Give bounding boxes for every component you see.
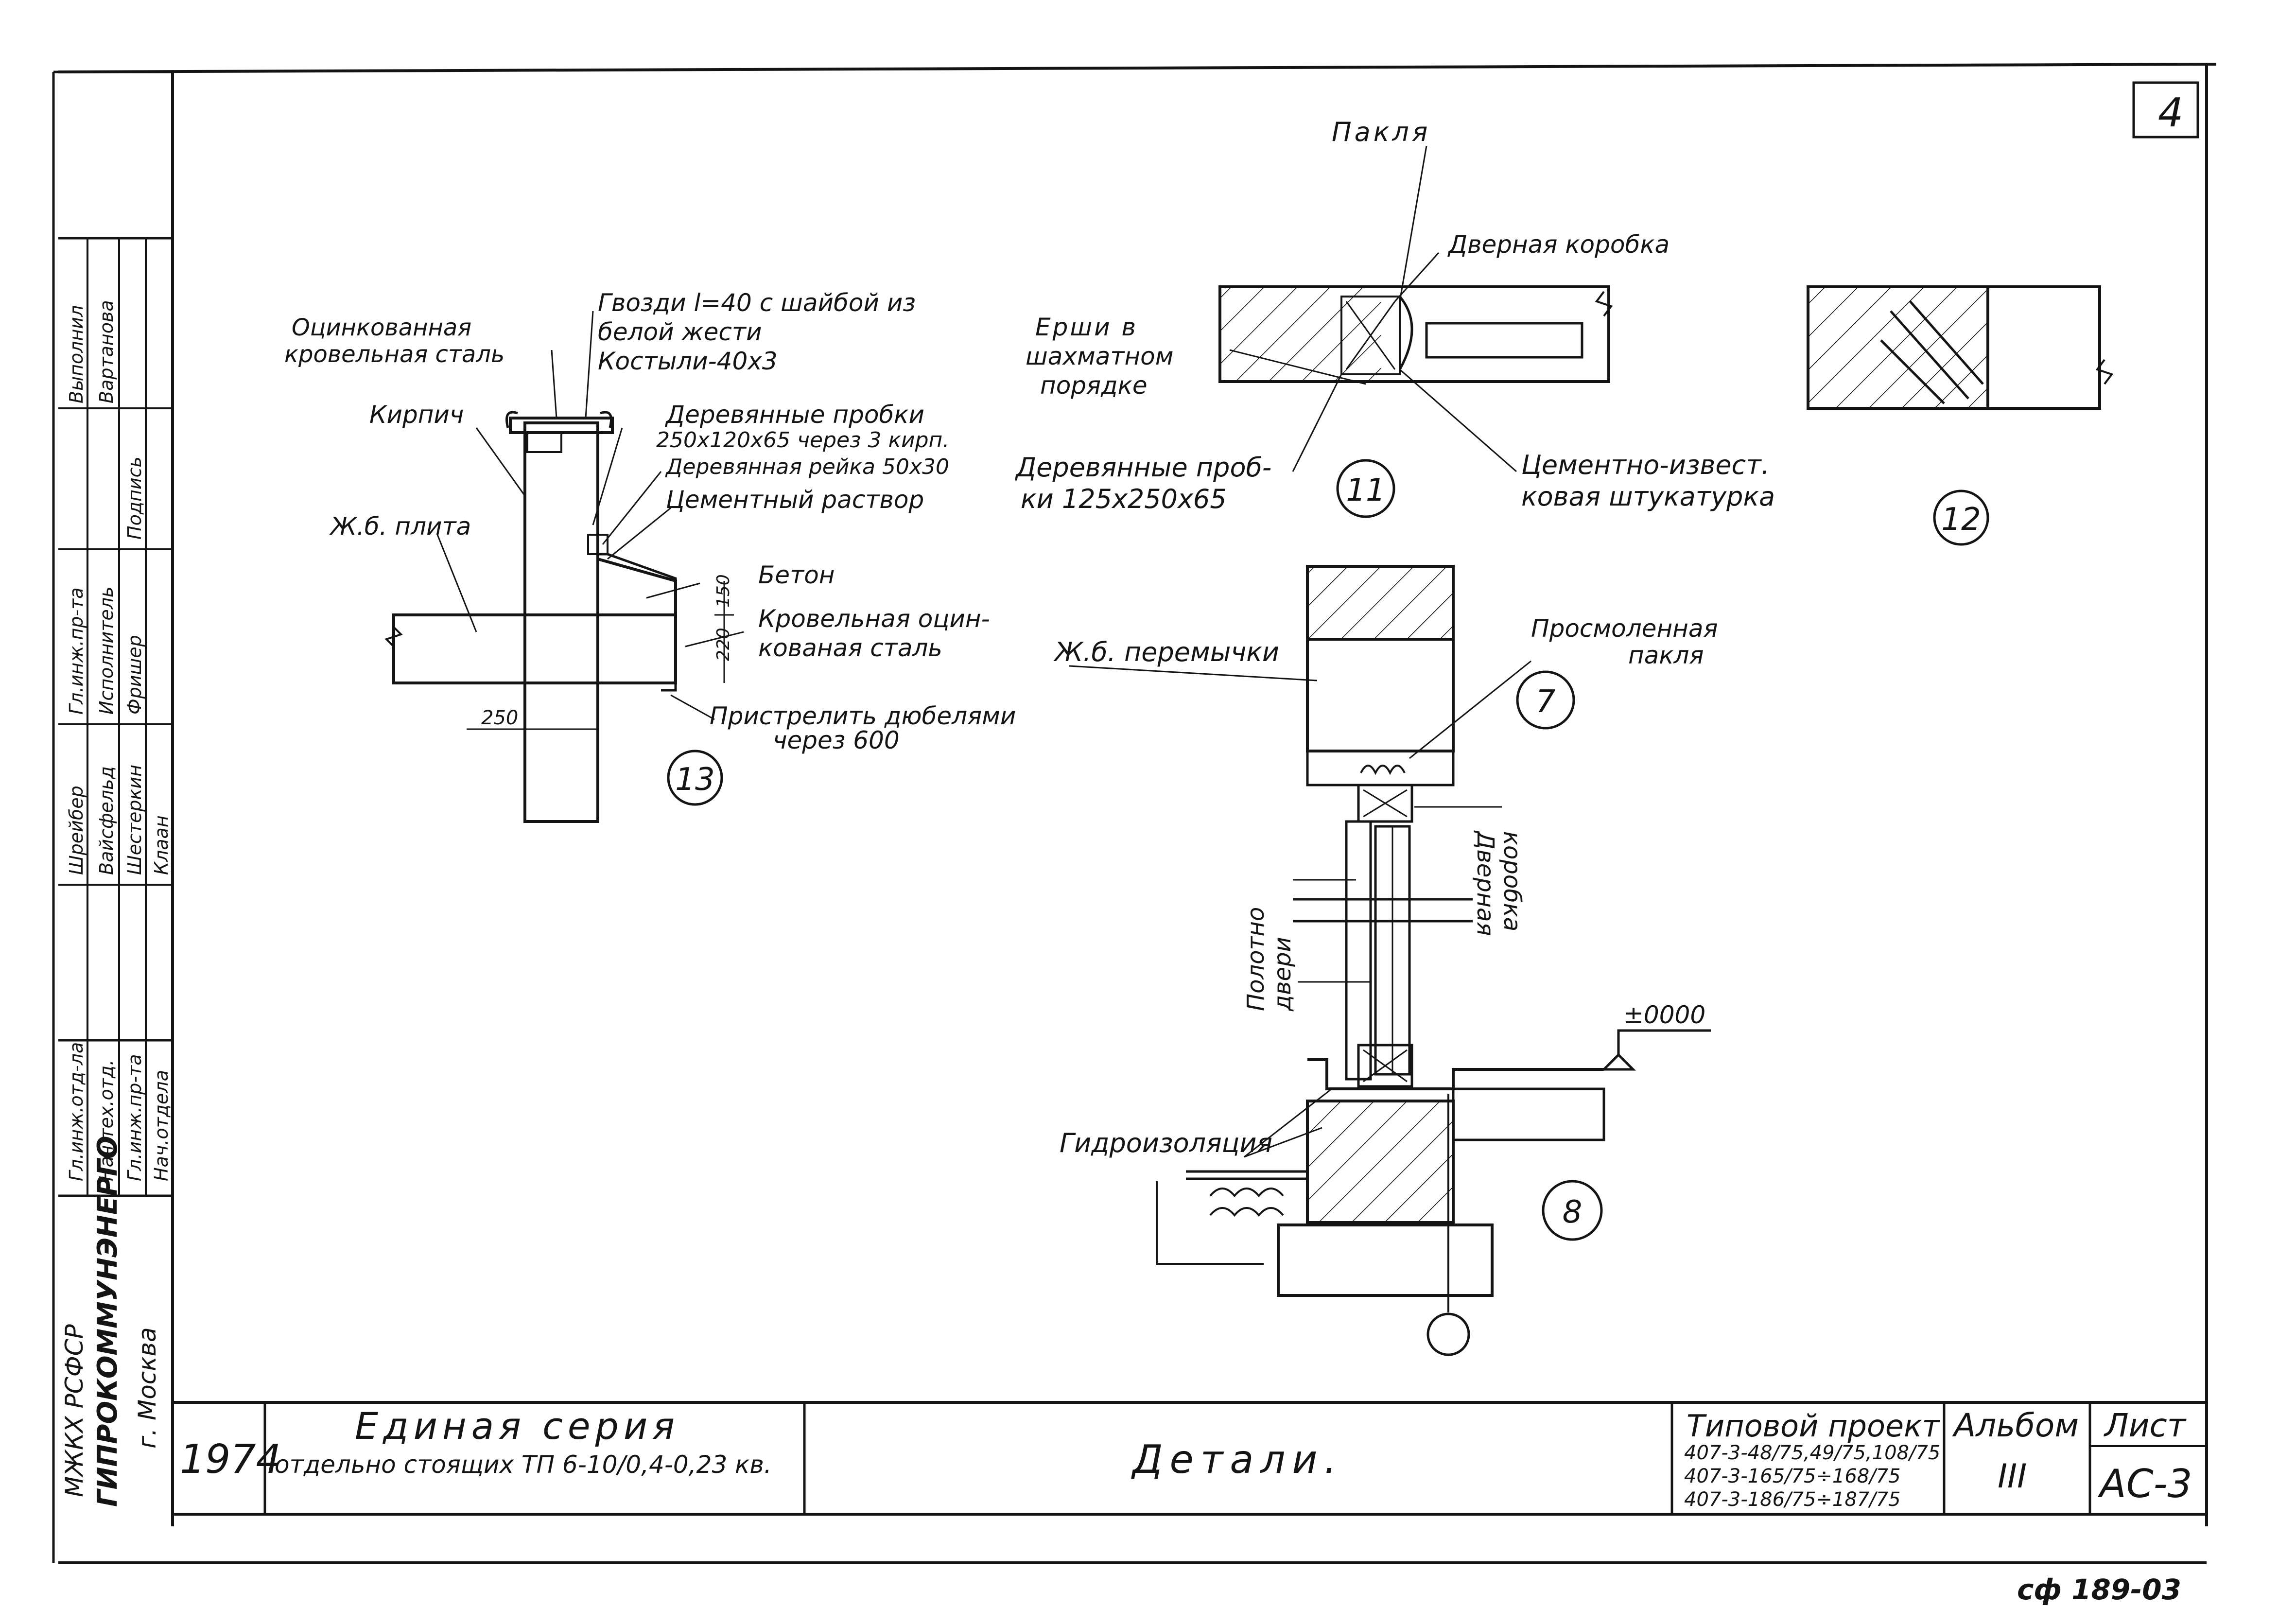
detail-12: 12 [1807,285,2114,546]
d13-number: 13 [675,762,714,798]
d13-callout-9: Деревянная рейка 50х30 [665,454,949,479]
sig-name-3: Шестеркин [124,765,145,875]
d13-callout-8: 250х120х65 через 3 кирп. [656,428,949,453]
detail-13: 150 220 250 Оцинкованная кровельная стал… [284,289,1016,823]
d12-number: 12 [1941,502,1981,538]
d11-callout-2: Дверная коробка [1447,230,1670,259]
d8-callout-1: Гидроизоляция [1060,1128,1272,1158]
sheet-number: 4 [2158,90,2183,136]
sig-name2-4: Вартанова [96,300,117,403]
d11-callout-5: порядке [1040,371,1148,400]
d7-callout-4: Полотно [1242,907,1270,1011]
d8-callout-2: ±0000 [1623,1001,1705,1029]
sig-role2-2: Исполнитель [96,587,117,715]
project-code-3: 407-3-186/75÷187/75 [1684,1488,1901,1511]
d7-callout-5: двери [1269,937,1296,1012]
d13-callout-11: Ж.б. плита [329,512,471,541]
d13-callout-2: кровельная сталь [284,341,504,368]
d11-number: 11 [1346,472,1385,508]
d7-callout-1: Ж.б. перемычки [1053,637,1279,667]
d11-callout-8: Цементно-извест. [1521,450,1770,480]
sheet-number-box: 4 [2132,81,2199,139]
left-title-strip: Гл.инж.отд-ла Нач.тех.отд. Гл.инж.пр-та … [58,237,173,1507]
series-line2: отдельно стоящих ТП 6-10/0,4-0,23 кв. [275,1451,772,1479]
d13-callout-15: Пристрелить дюбелями [710,702,1016,730]
d13-dim-250: 250 [481,707,518,729]
sig-name-1: Шрейбер [66,786,87,875]
project-code-1: 407-3-48/75,49/75,108/75 [1684,1442,1940,1464]
detail-11: Пакля Дверная коробка Ерши в шахматном п… [1015,117,1775,518]
sig-role2-1: Гл.инж.пр-та [66,588,87,715]
d13-callout-3: Гвозди l=40 с шайбой из [598,289,916,317]
d13-callout-12: Бетон [758,561,835,589]
sig-role-3: Гл.инж.пр-та [124,1054,145,1182]
organization-text: ГИПРОКОММУНЭНЕРГО [92,1136,123,1507]
d13-dim-150: 150 [713,574,733,608]
sig-role2-4: Выполнил [66,305,87,403]
series-line1: Единая серия [355,1404,679,1448]
project-label: Типовой проект [1687,1408,1941,1444]
sig-name-2: Вайсфельд [96,766,117,875]
d7-callout-3: пакля [1628,641,1704,669]
d13-callout-10: Цементный раствор [666,486,924,514]
sheet-label: Лист [2104,1407,2187,1444]
d13-callout-1: Оцинкованная [292,314,471,341]
d13-callout-6: Кирпич [369,401,464,429]
d11-callout-4: шахматном [1026,342,1173,370]
d8-number: 8 [1563,1194,1583,1230]
album-value: III [1998,1457,2027,1496]
d11-callout-7: ки 125х250х65 [1021,484,1227,514]
d13-callout-13: Кровельная оцин- [758,605,990,633]
d11-callout-6: Деревянные проб- [1015,452,1271,483]
sig-role-4: Нач.отдела [151,1070,172,1181]
d7-callout-7: коробка [1498,831,1526,931]
city-text: г. Москва [133,1327,161,1449]
album-label: Альбом [1952,1407,2079,1444]
sig-role2-3: Подпись [124,456,145,540]
title-block: 1974 Единая серия отдельно стоящих ТП 6-… [173,1401,2207,1514]
year: 1974 [180,1436,281,1483]
drawing-title: Детали. [1131,1437,1343,1482]
d13-callout-7: Деревянные пробки [665,401,924,429]
d11-callout-1: Пакля [1332,117,1430,147]
sig-name-4: Клаан [151,815,172,875]
d13-callout-5: Костыли-40х3 [598,347,778,375]
sig-role-2: Нач.тех.отд. [96,1060,117,1181]
sig-name2-1: Фришер [124,635,145,715]
d11-callout-9: ковая штукатурка [1521,481,1775,512]
sheet-value: АС-3 [2097,1461,2192,1506]
detail-7-8: Ж.б. перемычки Просмоленная пакля Полотн… [1053,565,1718,1356]
project-code-2: 407-3-165/75÷168/75 [1684,1465,1901,1487]
ministry-text: МЖКХ РСФСР [60,1324,88,1497]
d13-callout-4: белой жести [598,318,762,346]
sheet-frame [52,63,2217,1564]
archive-code: сф 189-03 [2017,1573,2181,1606]
d13-callout-14: кованая сталь [758,634,942,662]
d7-number: 7 [1536,684,1556,720]
sig-role-1: Гл.инж.отд-ла [66,1042,87,1181]
d11-callout-3: Ерши в [1035,313,1138,341]
d13-callout-16: через 600 [773,726,900,754]
d7-callout-6: Дверная [1472,830,1499,936]
d13-dim-220: 220 [713,628,733,661]
d7-callout-2: Просмоленная [1531,614,1718,643]
